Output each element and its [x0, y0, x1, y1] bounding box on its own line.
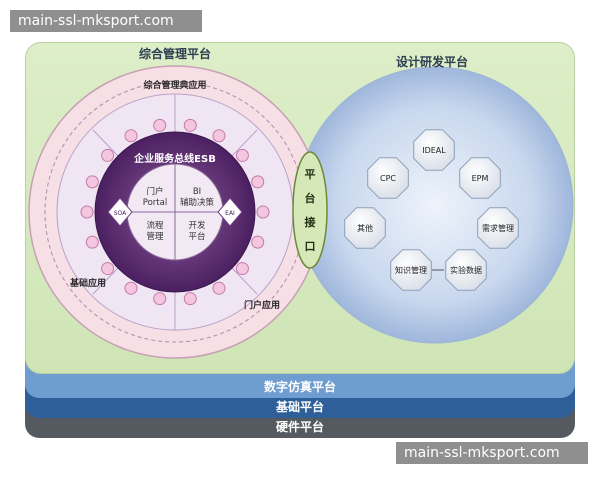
base-platform-label: 基础平台: [275, 400, 324, 414]
gear-icon: [85, 235, 99, 249]
core-dev-sub: 平台: [188, 231, 205, 242]
gear-icon: [256, 205, 270, 219]
gear-icon: [235, 262, 249, 276]
ring-label-top: 综合管理典应用: [143, 79, 206, 91]
gear-icon: [80, 205, 94, 219]
node-other-label: 其他: [357, 223, 373, 233]
management-platform-title: 综合管理平台: [139, 46, 211, 61]
gear-icon: [101, 262, 115, 276]
core-workflow-label: 流程: [146, 220, 164, 231]
gear-icon: [124, 129, 138, 143]
node-knowledge-label: 知识管理: [395, 265, 427, 275]
node-ideal: IDEAL: [413, 129, 455, 171]
interface-char-2: 台: [305, 191, 316, 205]
eai-arrow: [217, 197, 243, 227]
core-bi-sub: 辅助决策: [180, 197, 215, 208]
gear-icon: [183, 118, 197, 132]
platform-interface: [292, 151, 328, 269]
node-experiment-data: 实验数据: [445, 249, 487, 291]
design-platform-title: 设计研发平台: [396, 54, 468, 69]
node-knowledge: 知识管理: [390, 249, 432, 291]
soa-arrow: [107, 197, 133, 227]
core-portal-sub: Portal: [143, 198, 167, 208]
gear-icon: [153, 292, 167, 306]
simulation-platform-label: 数字仿真平台: [263, 380, 336, 394]
watermark-top: main-ssl-mksport.com: [10, 10, 202, 32]
core-bi-label: BI: [193, 187, 201, 197]
soa-label: SOA: [114, 210, 127, 217]
core-dev-label: 开发: [188, 220, 206, 231]
gear-icon: [124, 281, 138, 295]
interface-char-1: 平: [305, 168, 316, 181]
gear-icon: [251, 235, 265, 249]
node-epm: EPM: [459, 157, 501, 199]
gear-icon: [235, 148, 249, 162]
gear-icon: [251, 175, 265, 189]
gear-icon: [153, 118, 167, 132]
node-experiment-data-label: 实验数据: [450, 265, 482, 275]
node-cpc: CPC: [367, 157, 409, 199]
gear-icon: [85, 175, 99, 189]
watermark-bottom: main-ssl-mksport.com: [396, 442, 588, 464]
node-requirements: 需求管理: [477, 207, 519, 249]
sector-dividers: [92, 94, 258, 330]
ring-label-portal: 门户应用: [244, 299, 280, 311]
node-cpc-label: CPC: [380, 174, 396, 183]
ring-label-base: 基础应用: [69, 277, 106, 289]
core-workflow-sub: 管理: [146, 231, 164, 242]
gear-icon: [212, 281, 226, 295]
interface-char-3: 接: [305, 215, 316, 229]
core-portal-label: 门户: [146, 186, 163, 197]
gear-decorations: [80, 118, 270, 306]
design-platform-circle: [296, 66, 574, 344]
node-epm-label: EPM: [472, 174, 489, 183]
eai-label: EAI: [225, 210, 235, 217]
gear-icon: [183, 292, 197, 306]
hardware-platform-label: 硬件平台: [275, 420, 324, 434]
gear-icon: [101, 148, 115, 162]
esb-title: 企业服务总线ESB: [133, 152, 216, 165]
interface-char-4: 口: [305, 240, 316, 253]
node-ideal-label: IDEAL: [422, 146, 446, 155]
gear-icon: [212, 129, 226, 143]
node-requirements-label: 需求管理: [482, 223, 514, 233]
node-other: 其他: [344, 207, 386, 249]
